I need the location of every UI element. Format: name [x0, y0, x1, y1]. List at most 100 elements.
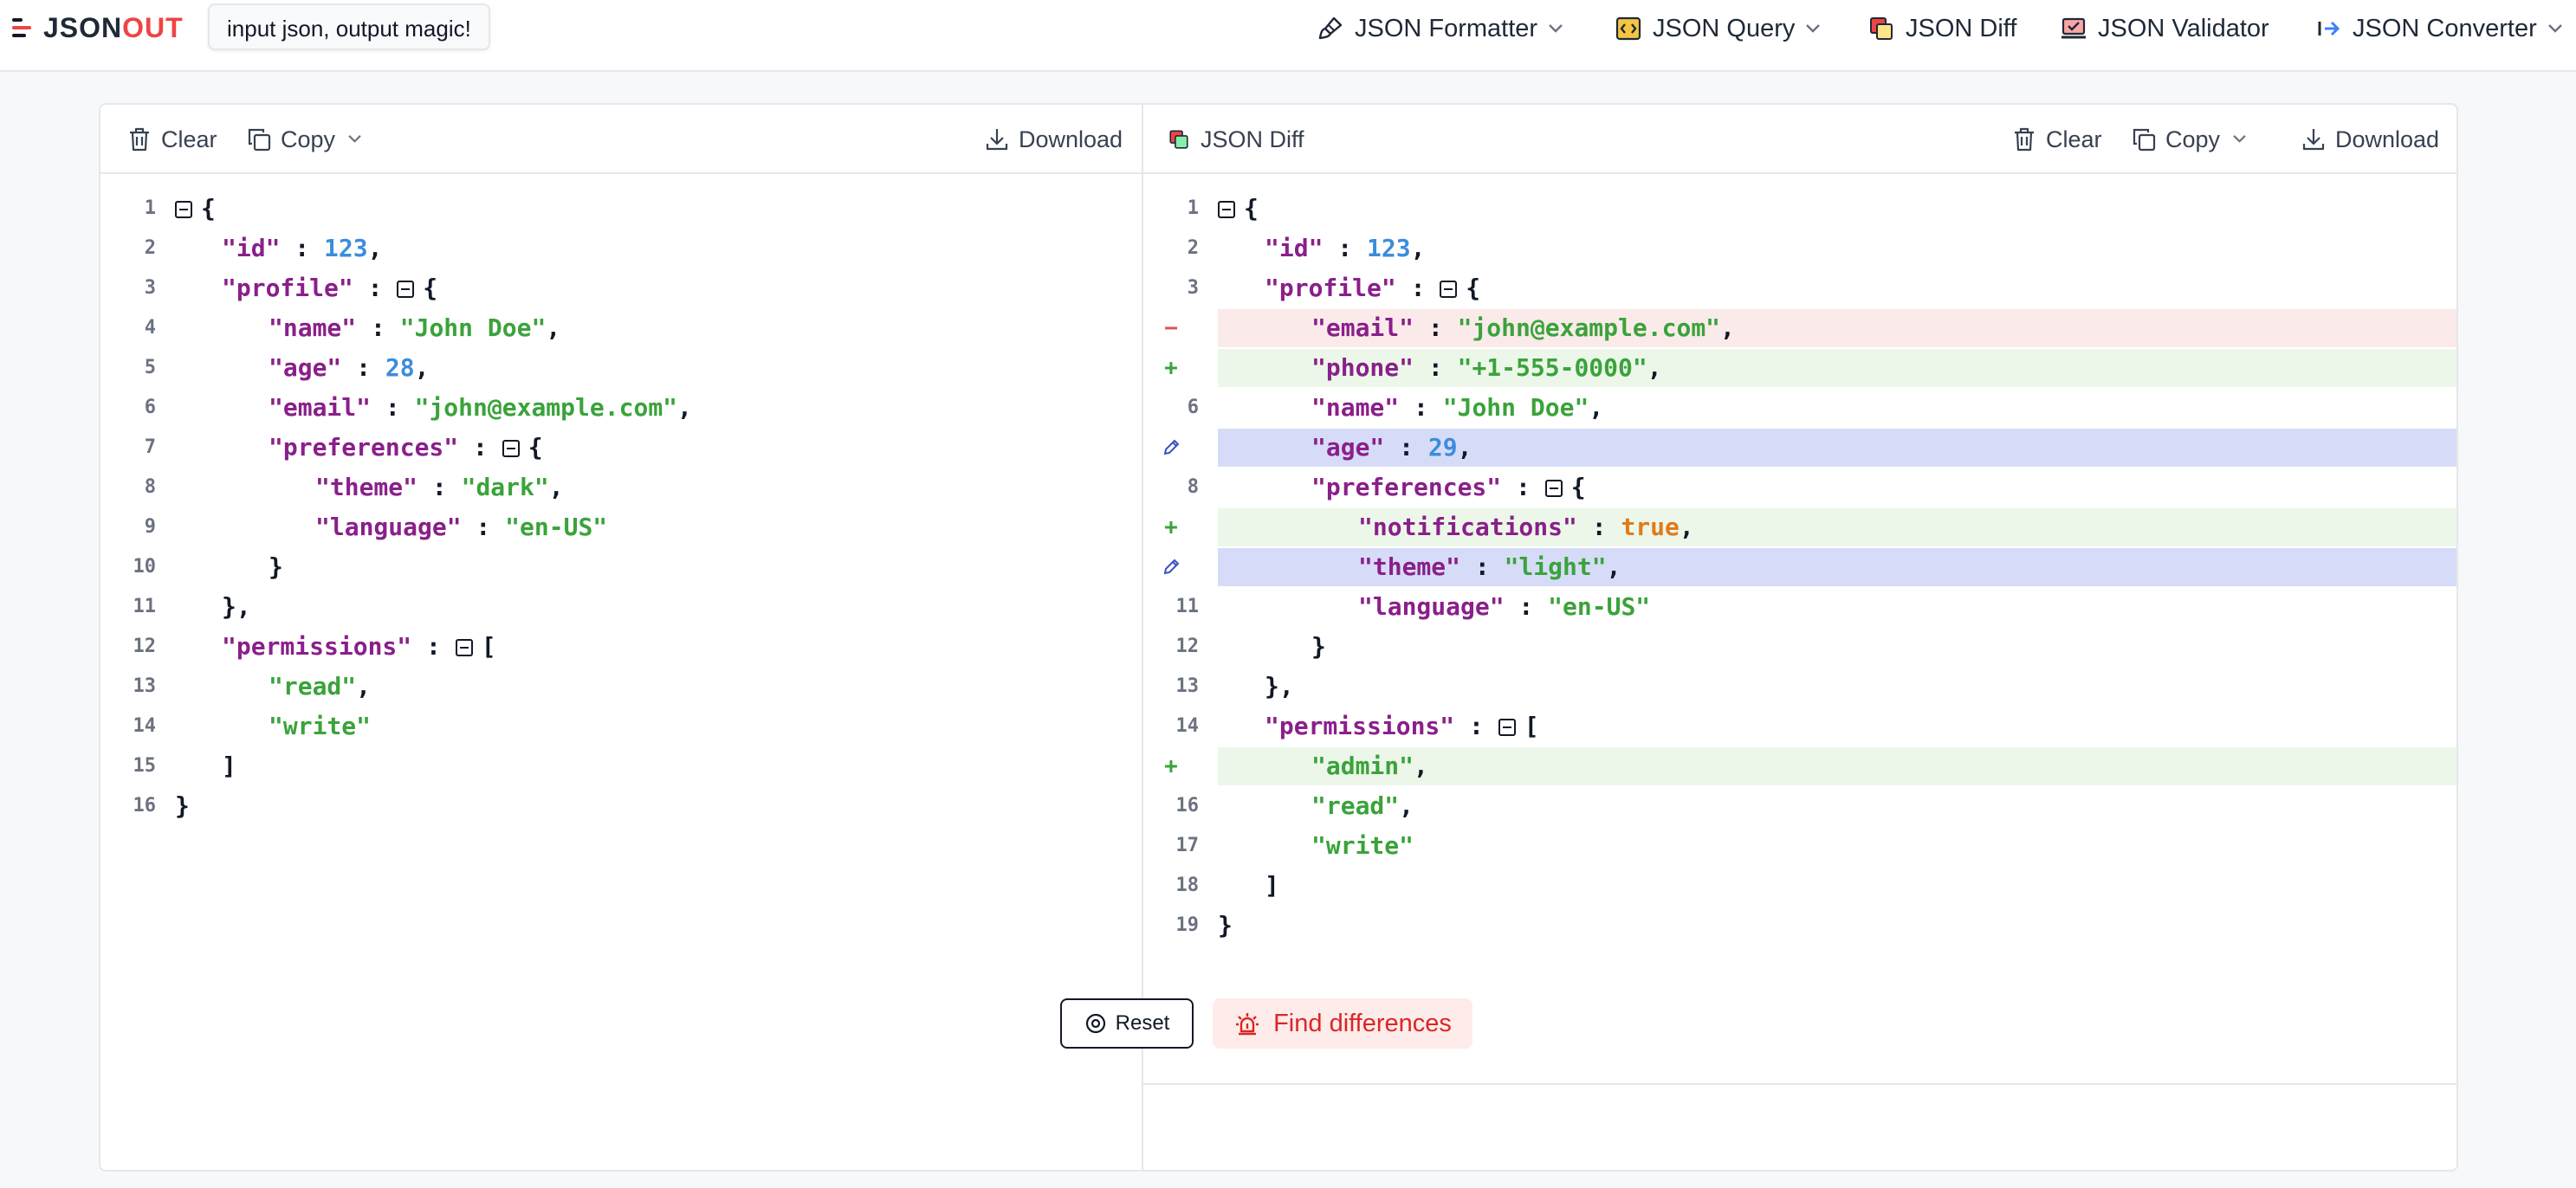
code-content[interactable]: "age" : 29,	[1218, 429, 2456, 467]
code-content[interactable]: "read",	[1218, 787, 2456, 825]
nav-json-converter[interactable]: JSON Converter	[2314, 0, 2563, 57]
json-punctuation: ,	[1589, 393, 1604, 422]
nav-json-diff[interactable]: JSON Diff	[1867, 0, 2016, 57]
json-punctuation: {	[201, 194, 216, 223]
code-content[interactable]: "email" : "john@example.com",	[175, 389, 1140, 427]
code-content[interactable]: "notifications" : true,	[1218, 508, 2456, 546]
code-content[interactable]: "email" : "john@example.com",	[1218, 309, 2456, 347]
nav-json-query[interactable]: JSON Query	[1615, 0, 1821, 57]
nav-json-formatter[interactable]: JSON Formatter	[1317, 0, 1563, 57]
line-number: 11	[1175, 596, 1200, 617]
json-punctuation: }	[175, 791, 190, 820]
json-key: "id"	[1265, 234, 1324, 262]
collapse-toggle-icon[interactable]	[1440, 281, 1458, 298]
diff-line-removed: − "email" : "john@example.com",	[1143, 309, 2456, 347]
code-content[interactable]: "profile" : {	[1218, 269, 2456, 307]
json-punctuation: {	[1466, 274, 1481, 302]
json-punctuation: ,	[1647, 353, 1662, 382]
convert-arrow-icon	[2314, 15, 2342, 42]
code-content[interactable]: }	[1218, 628, 2456, 666]
json-string: "john@example.com"	[414, 393, 678, 422]
code-content[interactable]: "preferences" : {	[1218, 468, 2456, 507]
code-content[interactable]: ]	[175, 747, 1140, 785]
code-line: 18]	[1143, 867, 2456, 905]
json-string: "write"	[1311, 831, 1414, 860]
collapse-toggle-icon[interactable]	[1218, 201, 1235, 218]
code-content[interactable]: "write"	[175, 707, 1140, 746]
action-bar-divider	[1143, 1083, 2456, 1085]
code-content[interactable]: "language" : "en-US"	[175, 508, 1140, 546]
json-punctuation: :	[1460, 552, 1505, 581]
collapse-toggle-icon[interactable]	[1544, 480, 1563, 497]
collapse-toggle-icon[interactable]	[455, 639, 473, 656]
right-copy-button[interactable]: Copy	[2131, 124, 2247, 155]
code-line: 2 "id" : 123,	[1143, 229, 2456, 268]
jsonout-logo[interactable]: JSONOUT	[12, 10, 184, 45]
code-content[interactable]: "name" : "John Doe",	[1218, 389, 2456, 427]
code-line: 19}	[1143, 907, 2456, 945]
code-content[interactable]: "language" : "en-US"	[1218, 588, 2456, 626]
code-content[interactable]: "name" : "John Doe",	[175, 309, 1140, 347]
json-key: "age"	[269, 353, 342, 382]
code-content[interactable]: },	[1218, 668, 2456, 706]
json-punctuation: :	[341, 353, 385, 382]
code-content[interactable]: "theme" : "light",	[1218, 548, 2456, 586]
find-differences-button[interactable]: Find differences	[1213, 998, 1472, 1049]
code-content[interactable]: "preferences" : {	[175, 429, 1140, 467]
line-number: 2	[1187, 237, 1199, 259]
code-content[interactable]: }	[175, 787, 1140, 825]
removed-marker: −	[1164, 315, 1178, 341]
json-string: "en-US"	[505, 513, 608, 541]
json-key: "profile"	[1265, 274, 1396, 302]
right-download-button[interactable]: Download	[2301, 124, 2439, 155]
json-key: "id"	[222, 234, 281, 262]
chevron-down-icon	[1805, 20, 1821, 38]
code-line: 17"write"	[1143, 827, 2456, 865]
code-line: 15]	[100, 747, 1140, 785]
code-content[interactable]: }	[175, 548, 1140, 586]
code-content[interactable]: "read",	[175, 668, 1140, 706]
nav-json-validator[interactable]: JSON Validator	[2060, 0, 2269, 57]
collapse-toggle-icon[interactable]	[175, 201, 192, 218]
diff-icon	[1166, 126, 1192, 152]
line-number: 1	[1187, 197, 1199, 219]
reset-circle-icon	[1084, 1012, 1107, 1035]
collapse-toggle-icon[interactable]	[1498, 719, 1516, 736]
code-line: 1{	[1143, 190, 2456, 228]
code-content[interactable]: "profile" : {	[175, 269, 1140, 307]
code-content[interactable]: "permissions" : [	[175, 628, 1140, 666]
json-punctuation: :	[1454, 712, 1498, 740]
collapse-toggle-icon[interactable]	[502, 440, 520, 457]
code-content[interactable]: }	[1218, 907, 2456, 945]
json-punctuation: :	[458, 433, 502, 462]
code-content[interactable]: "permissions" : [	[1218, 707, 2456, 746]
json-punctuation: ]	[1265, 871, 1279, 900]
brush-icon	[1317, 15, 1344, 42]
right-clear-button[interactable]: Clear	[2011, 124, 2102, 155]
line-number: 8	[144, 476, 156, 498]
code-content[interactable]: "admin",	[1218, 747, 2456, 785]
code-content[interactable]: "id" : 123,	[175, 229, 1140, 268]
code-content[interactable]: "theme" : "dark",	[175, 468, 1140, 507]
left-copy-button[interactable]: Copy	[246, 124, 362, 155]
json-string: "light"	[1504, 552, 1607, 581]
left-clear-button[interactable]: Clear	[126, 124, 217, 155]
code-content[interactable]: {	[1218, 190, 2456, 228]
code-content[interactable]: },	[175, 588, 1140, 626]
code-content[interactable]: {	[175, 190, 1140, 228]
code-content[interactable]: "id" : 123,	[1218, 229, 2456, 268]
code-content[interactable]: "age" : 28,	[175, 349, 1140, 387]
reset-button[interactable]: Reset	[1060, 998, 1194, 1049]
code-line: 8"preferences" : {	[1143, 468, 2456, 507]
json-punctuation: :	[1414, 313, 1458, 342]
code-box-icon	[1615, 15, 1642, 42]
json-key: "theme"	[1358, 552, 1461, 581]
code-content[interactable]: "write"	[1218, 827, 2456, 865]
json-punctuation: ,	[677, 393, 692, 422]
line-number: 10	[133, 556, 157, 578]
code-content[interactable]: ]	[1218, 867, 2456, 905]
code-content[interactable]: "phone" : "+1-555-0000",	[1218, 349, 2456, 387]
collapse-toggle-icon[interactable]	[397, 281, 415, 298]
left-download-button[interactable]: Download	[984, 124, 1123, 155]
line-number: 16	[1175, 795, 1200, 817]
